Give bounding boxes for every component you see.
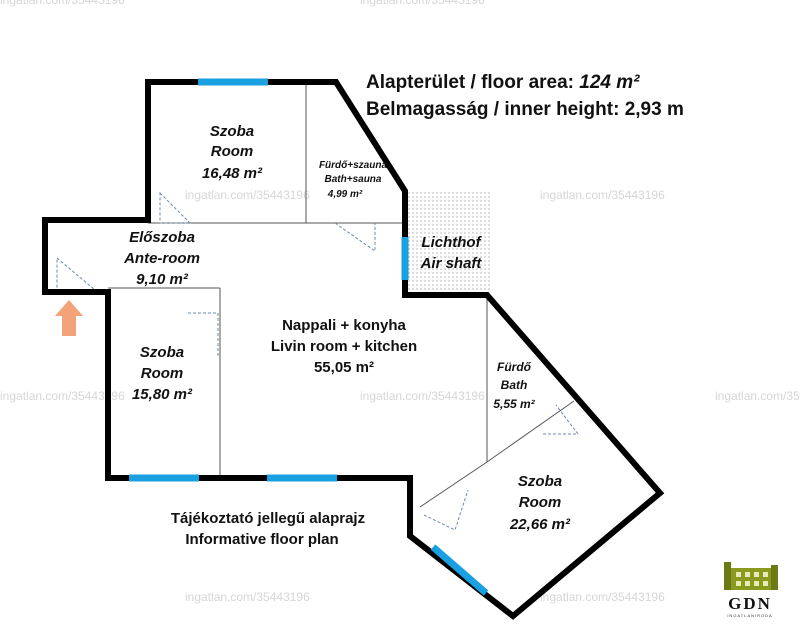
- air-shaft-area: [404, 191, 491, 295]
- room-name-en: Room: [519, 494, 562, 511]
- inner-height-value: 2,93 m: [625, 99, 684, 120]
- room-name-hu: Szoba: [518, 473, 562, 490]
- floor-area-label: Alapterület / floor area:: [366, 72, 574, 93]
- room-name-en: Room: [211, 143, 254, 160]
- gdn-logo: GDN INGATLANIRODA: [724, 562, 778, 618]
- room-name-en: Bath: [501, 378, 528, 392]
- room-area: 9,10 m²: [136, 271, 189, 288]
- room-name-en: Air shaft: [420, 255, 483, 272]
- room-name-hu: Fürdő+szauna: [319, 160, 388, 171]
- room-bath: Fürdő Bath 5,55 m²: [493, 360, 535, 411]
- room-name-en: Bath+sauna: [325, 174, 382, 185]
- inner-height-label: Belmagasság / inner height:: [366, 99, 619, 120]
- door-swings: [56, 191, 580, 531]
- logo-subtext: INGATLANIRODA: [727, 613, 772, 618]
- footer-line-hu: Tájékoztató jellegű alaprajz: [171, 510, 365, 527]
- watermark: ingatlan.com/35443196: [540, 590, 665, 604]
- watermark: ingatlan.com/35443196: [185, 590, 310, 604]
- exterior-wall: [42, 79, 665, 620]
- room-area: 22,66 m²: [509, 516, 571, 533]
- room-name-hu: Előszoba: [129, 229, 195, 246]
- room-name-hu: Szoba: [140, 344, 184, 361]
- window: [430, 544, 489, 596]
- room-name-en: Room: [141, 365, 184, 382]
- windows: [129, 78, 489, 596]
- room-anteroom: Előszoba Ante-room 9,10 m²: [123, 229, 200, 288]
- room-left: Szoba Room 15,80 m²: [132, 344, 193, 403]
- room-area: 55,05 m²: [314, 359, 374, 376]
- room-area: 15,80 m²: [132, 386, 193, 403]
- watermark: ingatlan.com/35443196: [540, 188, 665, 202]
- footer-line-en: Informative floor plan: [185, 531, 338, 548]
- watermark: ingatlan.com/35443196: [0, 389, 125, 403]
- watermark: ingatlan.com/35443196: [360, 0, 485, 7]
- room-name-en: Livin room + kitchen: [271, 338, 417, 355]
- svg-text:Alapterület / floor area:: Alapterület / floor area: 124 m²: [366, 72, 640, 93]
- watermark: ingatlan.com/35443196: [360, 389, 485, 403]
- watermark: ingatlan.com/35443196: [715, 389, 800, 403]
- room-bath-sauna: Fürdő+szauna Bath+sauna 4,99 m²: [319, 160, 388, 200]
- room-area: 16,48 m²: [202, 165, 263, 182]
- logo-text: GDN: [728, 594, 772, 613]
- svg-text:Belmagasság / inner height:: Belmagasság / inner height: 2,93 m: [366, 99, 684, 120]
- room-name-en: Ante-room: [123, 250, 200, 267]
- room-area: 4,99 m²: [327, 189, 363, 200]
- up-arrow-icon: [55, 300, 83, 336]
- interior-walls: [108, 82, 575, 508]
- watermark: ingatlan.com/35443196: [0, 0, 125, 7]
- room-area: 5,55 m²: [493, 397, 535, 411]
- watermark: ingatlan.com/35443196: [185, 188, 310, 202]
- floor-area-value: 124 m²: [579, 72, 640, 93]
- room-right: Szoba Room 22,66 m²: [509, 473, 571, 533]
- room-air-shaft: Lichthof Air shaft: [420, 234, 483, 272]
- building-icon: [724, 562, 778, 590]
- room-living: Nappali + konyha Livin room + kitchen 55…: [271, 317, 417, 376]
- room-name-hu: Nappali + konyha: [282, 317, 406, 334]
- room-top: Szoba Room 16,48 m²: [202, 123, 263, 182]
- watermark-layer: ingatlan.com/35443196 ingatlan.com/35443…: [0, 0, 800, 604]
- room-name-hu: Lichthof: [421, 234, 482, 251]
- room-name-hu: Szoba: [210, 123, 254, 140]
- room-name-hu: Fürdő: [497, 360, 532, 374]
